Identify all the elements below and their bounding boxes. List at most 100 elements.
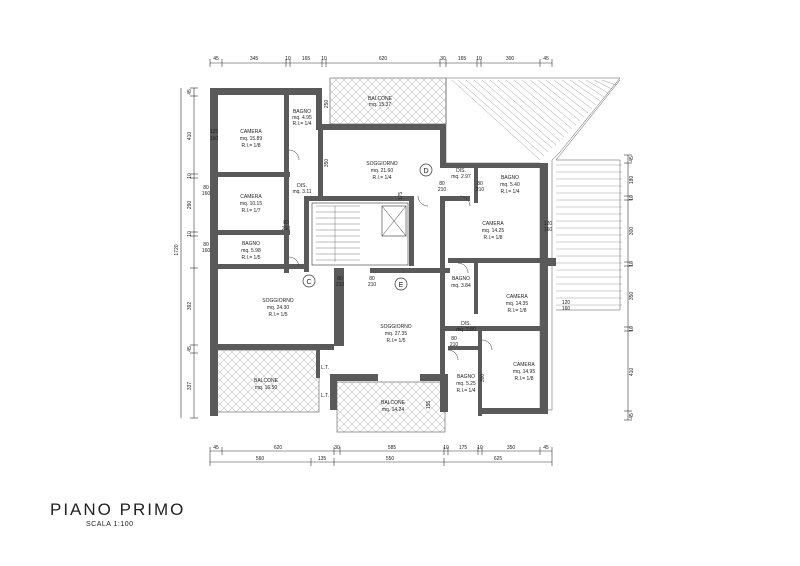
room-name-bagno3: BAGNO [242,241,260,247]
room-name-bagno5: BAGNO [457,374,475,380]
dim-right-4: 300 [629,227,635,236]
dim-bottom-7: 10 [477,445,483,451]
roof-hatch [445,77,622,411]
dim-bottom-1: 45 [213,445,219,451]
room-ri-camera3: R.I.= 1/8 [483,235,502,241]
dim-right-7: 10 [629,326,635,332]
dim-left-2: 410 [187,132,193,141]
dim-left-5: 10 [187,231,193,237]
room-ri-camera4: R.I.= 1/8 [507,308,526,314]
door-notes: 125 160 80 160 80 160 80 210 80 210 80 2… [202,100,571,410]
room-ri-camera5: R.I.= 1/8 [514,376,533,382]
room-area-balcone3: mq. 14.24 [382,407,404,413]
note-18: 210 [450,342,459,348]
room-name-balcone3: BALCONE [381,400,406,406]
room-area-balcone1: mq. 15.37 [369,102,391,108]
dim-top-4: 165 [302,56,311,62]
dim-bottom-8: 350 [507,445,516,451]
room-name-camera3: CAMERA [482,221,504,227]
right-dimensions: 45 180 10 300 10 350 10 410 45 [624,154,635,421]
room-area-soggiorno2: mq. 24.30 [267,305,289,311]
note-3: 80 [203,185,209,191]
room-name-soggiorno3: SOGGIORNO [380,324,412,330]
dim-left-3: 10 [187,173,193,179]
dim-left-8: 45 [187,346,193,352]
balcony-hatches [212,77,447,433]
dim-top-5: 10 [321,56,327,62]
room-area-soggiorno3: mq. 27.35 [385,331,407,337]
dim-top-1: 45 [213,56,219,62]
entry-label-e: E [399,282,404,289]
dim-bottom-6: 175 [459,445,468,451]
note-22: 160 [562,306,571,312]
room-name-bagno4: BAGNO [452,276,470,282]
note-4: 160 [202,191,211,197]
door-swings [288,149,493,361]
dim-top-8: 165 [458,56,467,62]
note-13: 80 [439,181,445,187]
room-area-dis3: mq. 2.80 [456,327,476,333]
note-15: 80 [477,181,483,187]
note-24: 250 [324,100,330,109]
room-area-camera4: mq. 14.35 [506,301,528,307]
note-7: 80 [283,220,289,226]
dim-bottom-5: 10 [443,445,449,451]
entry-marker-e [394,277,408,291]
dim-top-10: 300 [506,56,515,62]
walls [210,88,556,416]
dim-left-1: 45 [187,89,193,95]
bottom-dimensions: 45 620 30 585 10 175 10 350 45 560 135 5… [209,445,553,466]
room-ri-bagno5: R.I.= 1/4 [456,388,475,394]
room-name-soggiorno2: SOGGIORNO [262,298,294,304]
note-14: 210 [438,187,447,193]
room-area-dis1: mq. 2.97 [451,174,471,180]
note-20: 160 [544,227,553,233]
note-6: 160 [202,248,211,254]
entry-marker-c [302,274,316,288]
note-9: 80 [337,276,343,282]
room-ri-soggiorno3: R.I.= 1/5 [386,338,405,344]
dim-bottom-9: 45 [543,445,549,451]
dim-right-9: 45 [629,413,635,419]
note-10: 210 [336,282,345,288]
top-dimensions: 45 345 10 165 10 620 30 165 10 300 45 [209,56,553,67]
entry-label-d: D [423,168,428,175]
room-ri-soggiorno1: R.I.= 1/4 [372,175,391,181]
room-area-bagno4: mq. 3.84 [451,283,471,289]
room-name-camera1: CAMERA [240,129,262,135]
room-ri-camera1: R.I.= 1/8 [241,143,260,149]
dim-left-9: 337 [187,382,193,391]
room-area-balcone2: mq. 16.50 [255,385,277,391]
dim-left-4: 290 [187,201,193,210]
dim-top-7: 30 [440,56,446,62]
room-name-bagno1: BAGNO [293,109,311,115]
room-name-soggiorno1: SOGGIORNO [366,161,398,167]
room-name-balcone2: BALCONE [254,378,279,384]
room-ri-bagno2: R.I.= 1/4 [500,189,519,195]
dim-bottom-4: 585 [388,445,397,451]
dim-bottom2-2: 135 [318,456,327,462]
room-name-camera2: CAMERA [240,194,262,200]
dim-right-3: 10 [629,195,635,201]
dim-right-2: 180 [629,176,635,185]
room-area-bagno5: mq. 5.25 [456,381,476,387]
room-area-bagno1: mq. 4.95 [292,115,312,121]
dim-right-8: 410 [629,368,635,377]
note-23: 350 [324,159,330,168]
room-area-camera1: mq. 15.89 [240,136,262,142]
dim-bottom2-4: 625 [494,456,503,462]
dim-top-3: 10 [285,56,291,62]
dim-top-9: 10 [476,56,482,62]
plan-title: PIANO PRIMO [50,500,186,519]
note-21: 120 [562,300,571,306]
dim-bottom-3: 30 [334,445,340,451]
room-ri-bagno3: R.I.= 1/5 [241,255,260,261]
note-19: 120 [544,221,553,227]
room-area-soggiorno1: mq. 21.60 [371,168,393,174]
room-area-bagno2: mq. 5.40 [500,182,520,188]
dim-right-5: 10 [629,261,635,267]
room-area-camera5: mq. 14.95 [513,369,535,375]
dim-top-11: 45 [543,56,549,62]
dim-bottom2-3: 550 [386,456,395,462]
